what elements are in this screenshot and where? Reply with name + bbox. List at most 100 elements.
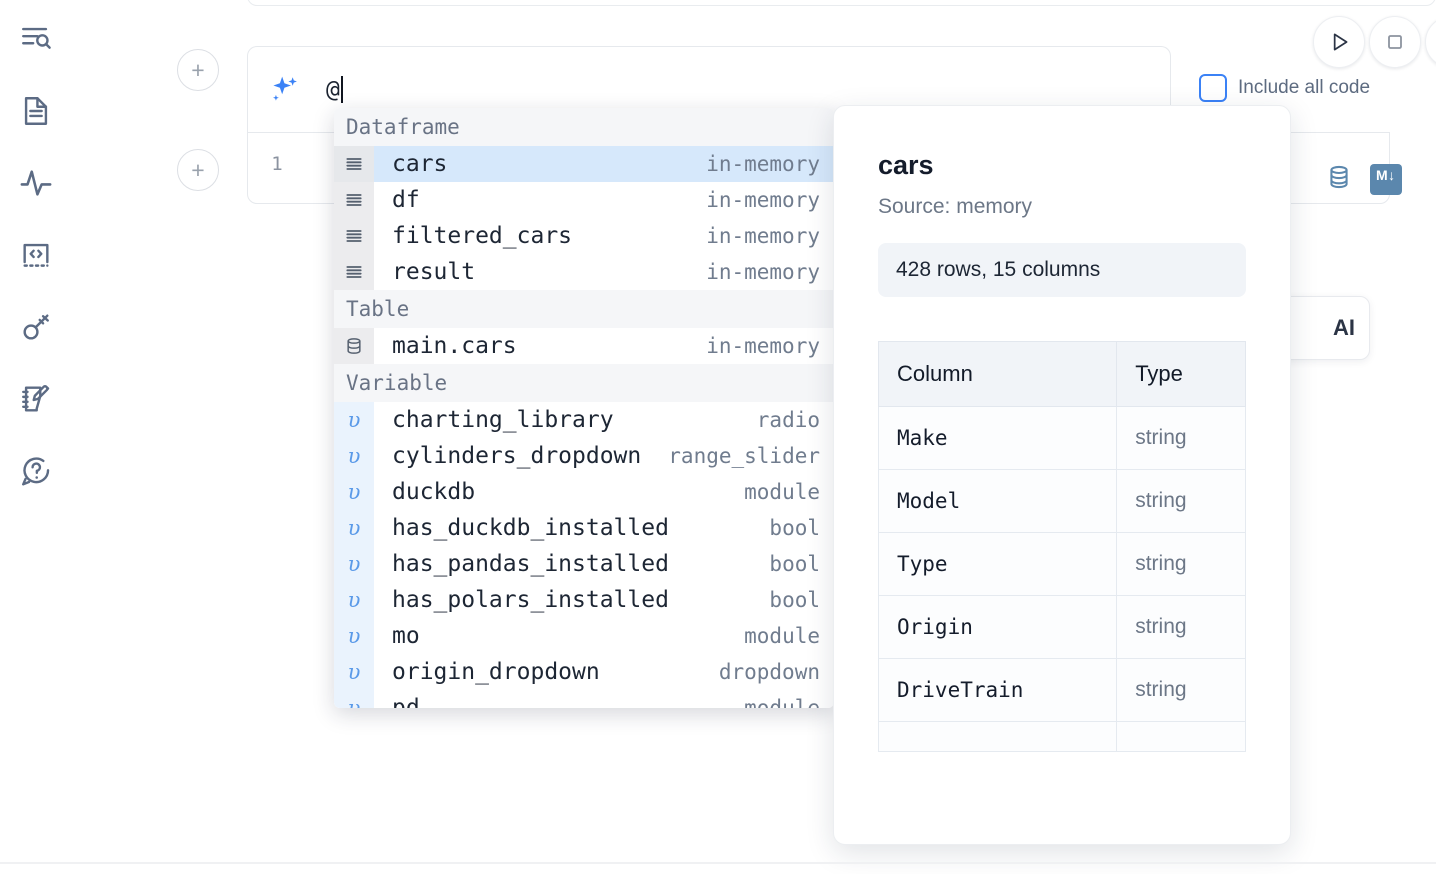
schema-column-type: string: [1116, 406, 1246, 470]
schema-column-name: DriveTrain: [877, 658, 1118, 722]
variable-icon: υ: [334, 510, 374, 546]
autocomplete-item[interactable]: filtered_cars in-memory: [334, 218, 834, 254]
autocomplete-item-name: origin_dropdown: [392, 659, 600, 685]
autocomplete-item-meta: range_slider: [668, 444, 820, 468]
table-header-row: Column Type: [877, 341, 1246, 407]
more-actions-button[interactable]: [1425, 16, 1436, 68]
autocomplete-item-name: pd: [392, 695, 420, 708]
detail-title: cars: [878, 150, 934, 180]
variable-icon: υ: [334, 582, 374, 618]
table-row-clipped: [877, 721, 1246, 752]
add-cell-above-button[interactable]: +: [177, 49, 219, 91]
include-all-code-label: Include all code: [1238, 77, 1371, 98]
variable-icon: υ: [334, 402, 374, 438]
dataframe-icon: [334, 182, 374, 218]
markdown-icon[interactable]: M↓: [1370, 164, 1402, 195]
autocomplete-item[interactable]: cars in-memory: [334, 146, 834, 182]
include-all-code-toggle[interactable]: Include all code: [1199, 74, 1370, 102]
variable-icon: υ: [334, 618, 374, 654]
schema-column-type: [1116, 721, 1246, 752]
activity-pulse-icon[interactable]: [13, 158, 59, 208]
dataframe-icon: [334, 254, 374, 290]
autocomplete-group-label: Table: [334, 290, 834, 328]
autocomplete-item-meta: module: [744, 696, 820, 708]
schema-column-name: Origin: [877, 595, 1118, 659]
run-button[interactable]: [1313, 16, 1365, 68]
schema-column-type: string: [1116, 595, 1246, 659]
dataframe-icon: [334, 218, 374, 254]
autocomplete-item-name: cylinders_dropdown: [392, 443, 642, 469]
bottom-divider: [0, 862, 1436, 864]
schema-column-name: Type: [877, 532, 1118, 596]
ai-prompt-value: @: [326, 76, 340, 103]
stop-button[interactable]: [1369, 16, 1421, 68]
cell-action-icons: M↓: [1326, 164, 1402, 195]
table-database-icon: [334, 328, 374, 364]
schema-column-name: [877, 721, 1118, 752]
autocomplete-item-meta: in-memory: [706, 224, 820, 248]
key-secrets-icon[interactable]: [13, 302, 59, 352]
autocomplete-item-meta: in-memory: [706, 334, 820, 358]
autocomplete-item[interactable]: main.cars in-memory: [334, 328, 834, 364]
autocomplete-item-meta: module: [744, 480, 820, 504]
scratchpad-edit-icon[interactable]: [13, 374, 59, 424]
line-number: 1: [271, 153, 283, 175]
autocomplete-item-meta: in-memory: [706, 260, 820, 284]
autocomplete-item-name: cars: [392, 151, 448, 177]
database-icon[interactable]: [1326, 164, 1352, 195]
autocomplete-item-meta: bool: [769, 552, 820, 576]
autocomplete-item-meta: in-memory: [706, 152, 820, 176]
autocomplete-item-name: main.cars: [392, 333, 517, 359]
ai-prompt-input[interactable]: @: [326, 76, 343, 103]
schema-column-type: string: [1116, 532, 1246, 596]
add-cell-below-button[interactable]: +: [177, 149, 219, 191]
autocomplete-item-meta: bool: [769, 588, 820, 612]
autocomplete-item-meta: dropdown: [718, 660, 820, 684]
autocomplete-item[interactable]: result in-memory: [334, 254, 834, 290]
variable-icon: υ: [334, 654, 374, 690]
schema-column-name: Model: [877, 469, 1118, 533]
schema-column-type: string: [1116, 658, 1246, 722]
autocomplete-item-name: has_duckdb_installed: [392, 515, 669, 541]
column-header-column: Column: [877, 341, 1118, 407]
variable-icon: υ: [334, 438, 374, 474]
variable-icon: υ: [334, 546, 374, 582]
autocomplete-item-name: filtered_cars: [392, 223, 573, 249]
file-document-icon[interactable]: [13, 86, 59, 136]
autocomplete-item[interactable]: υ origin_dropdown dropdown: [334, 654, 834, 690]
detail-shape-badge: 428 rows, 15 columns: [878, 243, 1246, 297]
autocomplete-item[interactable]: υ cylinders_dropdown range_slider: [334, 438, 834, 474]
autocomplete-item-name: has_polars_installed: [392, 587, 669, 613]
text-caret: [340, 76, 343, 103]
previous-cell-outline: [247, 0, 1436, 6]
autocomplete-item-meta: in-memory: [706, 188, 820, 212]
code-snippet-icon[interactable]: [13, 230, 59, 280]
left-sidebar: [0, 0, 72, 874]
autocomplete-item[interactable]: υ has_duckdb_installed bool: [334, 510, 834, 546]
explore-outline-icon[interactable]: [13, 14, 59, 64]
autocomplete-item-name: result: [392, 259, 476, 285]
autocomplete-item[interactable]: υ has_polars_installed bool: [334, 582, 834, 618]
include-all-code-checkbox[interactable]: [1199, 74, 1227, 102]
dataframe-detail-popover: cars Source: memory 428 rows, 15 columns…: [833, 105, 1291, 845]
variable-icon: υ: [334, 474, 374, 510]
autocomplete-item-name: mo: [392, 623, 420, 649]
column-header-type: Type: [1116, 341, 1246, 407]
autocomplete-item-meta: bool: [769, 516, 820, 540]
help-question-icon[interactable]: [13, 446, 59, 496]
dataframe-icon: [334, 146, 374, 182]
